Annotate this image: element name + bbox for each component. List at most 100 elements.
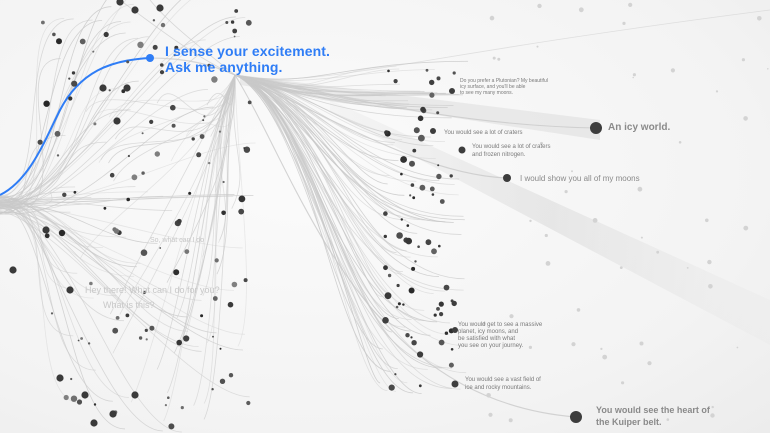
response-node[interactable] [425,239,432,246]
response-node[interactable] [431,193,435,196]
response-node[interactable] [191,137,195,141]
response-node[interactable] [736,346,739,349]
response-node[interactable] [68,77,71,80]
response-node[interactable] [80,337,83,340]
response-node[interactable] [632,76,634,79]
response-node[interactable] [444,331,449,335]
response-node[interactable] [142,291,146,294]
response-node[interactable] [113,228,120,234]
response-node[interactable] [406,224,410,227]
response-node[interactable] [710,413,715,418]
response-node[interactable] [42,226,50,234]
response-node[interactable] [126,60,130,64]
response-node[interactable] [233,35,236,38]
node-vast-field[interactable] [451,380,459,388]
response-node[interactable] [238,208,245,215]
response-node[interactable] [741,58,746,62]
response-node[interactable] [154,151,160,157]
response-node[interactable] [429,92,435,98]
response-node[interactable] [230,20,235,24]
response-node[interactable] [436,307,440,311]
response-node[interactable] [686,267,689,269]
response-node[interactable] [93,403,97,406]
response-node[interactable] [199,134,205,139]
response-node[interactable] [639,341,644,346]
response-node[interactable] [383,265,388,271]
response-node[interactable] [409,160,415,167]
response-node[interactable] [41,20,45,25]
response-node[interactable] [176,339,182,346]
response-node[interactable] [396,283,400,288]
response-node[interactable] [9,266,17,274]
response-node[interactable] [448,362,454,368]
response-node[interactable] [113,117,121,125]
response-node[interactable] [214,258,219,263]
response-node[interactable] [405,237,413,245]
response-node[interactable] [141,132,144,135]
response-node[interactable] [439,199,445,204]
response-node[interactable] [227,301,234,308]
response-node[interactable] [243,146,251,153]
response-node[interactable] [180,406,184,410]
response-node[interactable] [211,388,214,391]
response-node[interactable] [576,308,581,312]
response-node[interactable] [417,115,424,122]
response-node[interactable] [678,141,682,144]
response-node[interactable] [622,21,626,25]
response-node[interactable] [188,191,192,195]
response-node[interactable] [451,300,457,307]
response-node[interactable] [400,156,407,163]
response-node[interactable] [167,396,170,400]
response-node[interactable] [412,196,416,200]
response-node[interactable] [43,100,50,107]
response-node[interactable] [152,44,158,50]
response-node[interactable] [103,206,107,210]
response-node[interactable] [431,248,437,255]
response-node[interactable] [628,2,633,7]
response-node[interactable] [413,127,420,134]
response-node[interactable] [103,31,109,38]
response-node[interactable] [393,79,398,84]
response-node[interactable] [93,122,97,126]
response-node[interactable] [71,80,78,87]
response-node[interactable] [436,76,441,81]
response-node[interactable] [115,316,120,320]
response-node[interactable] [109,410,117,418]
response-node[interactable] [743,116,748,121]
response-node[interactable] [433,313,437,317]
response-node[interactable] [417,351,424,358]
response-node[interactable] [666,418,670,421]
response-node[interactable] [232,28,238,34]
response-node[interactable] [420,106,426,113]
response-node[interactable] [131,6,139,14]
response-node[interactable] [184,249,190,255]
response-node[interactable] [123,84,131,92]
response-node[interactable] [438,339,445,346]
response-node[interactable] [37,139,43,145]
response-node[interactable] [452,71,456,75]
response-node[interactable] [160,22,166,28]
response-node[interactable] [711,405,714,409]
response-node[interactable] [397,302,401,306]
response-node[interactable] [50,312,54,315]
response-node[interactable] [243,147,246,149]
response-node[interactable] [58,229,66,237]
response-node[interactable] [767,68,769,70]
response-node[interactable] [412,148,417,153]
response-node[interactable] [126,197,130,202]
response-node[interactable] [409,194,412,197]
response-node[interactable] [536,45,539,48]
response-node[interactable] [208,161,211,165]
response-node[interactable] [81,391,89,399]
response-node[interactable] [173,269,180,276]
response-node[interactable] [71,71,76,75]
response-node[interactable] [670,68,676,73]
response-node[interactable] [92,50,95,53]
response-node[interactable] [212,296,218,301]
response-node[interactable] [211,76,218,83]
response-node[interactable] [602,354,608,360]
response-node[interactable] [68,96,73,101]
response-node[interactable] [640,236,643,239]
response-node[interactable] [131,391,139,399]
response-node[interactable] [173,54,176,57]
